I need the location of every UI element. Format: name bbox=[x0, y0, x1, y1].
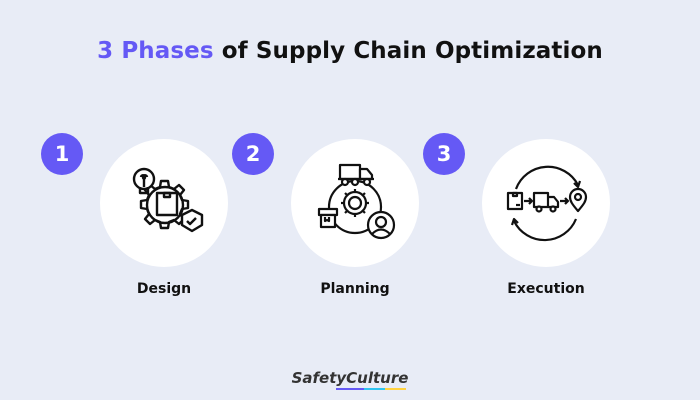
execution-icon bbox=[506, 165, 588, 242]
page-title: 3 Phases of Supply Chain Optimization bbox=[0, 38, 700, 64]
phase-icon-circle bbox=[100, 139, 228, 267]
phase-number-badge: 1 bbox=[41, 133, 83, 175]
phase-label: Design bbox=[136, 281, 192, 297]
phase-icon-circle bbox=[482, 139, 610, 267]
title-accent: 3 Phases bbox=[97, 38, 214, 64]
phase-execution: 3 Execution bbox=[423, 0, 626, 320]
design-icon bbox=[132, 167, 204, 233]
logo-underline bbox=[335, 388, 407, 390]
brand-logo: SafetyCulture bbox=[0, 368, 700, 390]
title-rest: of Supply Chain Optimization bbox=[221, 38, 603, 64]
phase-planning: 2 Planning bbox=[232, 0, 435, 320]
phase-number-badge: 3 bbox=[423, 133, 465, 175]
phase-icon-circle bbox=[291, 139, 419, 267]
phase-number-badge: 2 bbox=[232, 133, 274, 175]
planning-icon bbox=[317, 163, 396, 240]
phase-label: Execution bbox=[507, 281, 585, 297]
logo-wordmark: SafetyCulture bbox=[291, 369, 409, 390]
phase-design: 1 Design bbox=[41, 0, 244, 320]
logo-text: SafetyCulture bbox=[291, 369, 409, 387]
phase-label: Planning bbox=[320, 281, 390, 297]
